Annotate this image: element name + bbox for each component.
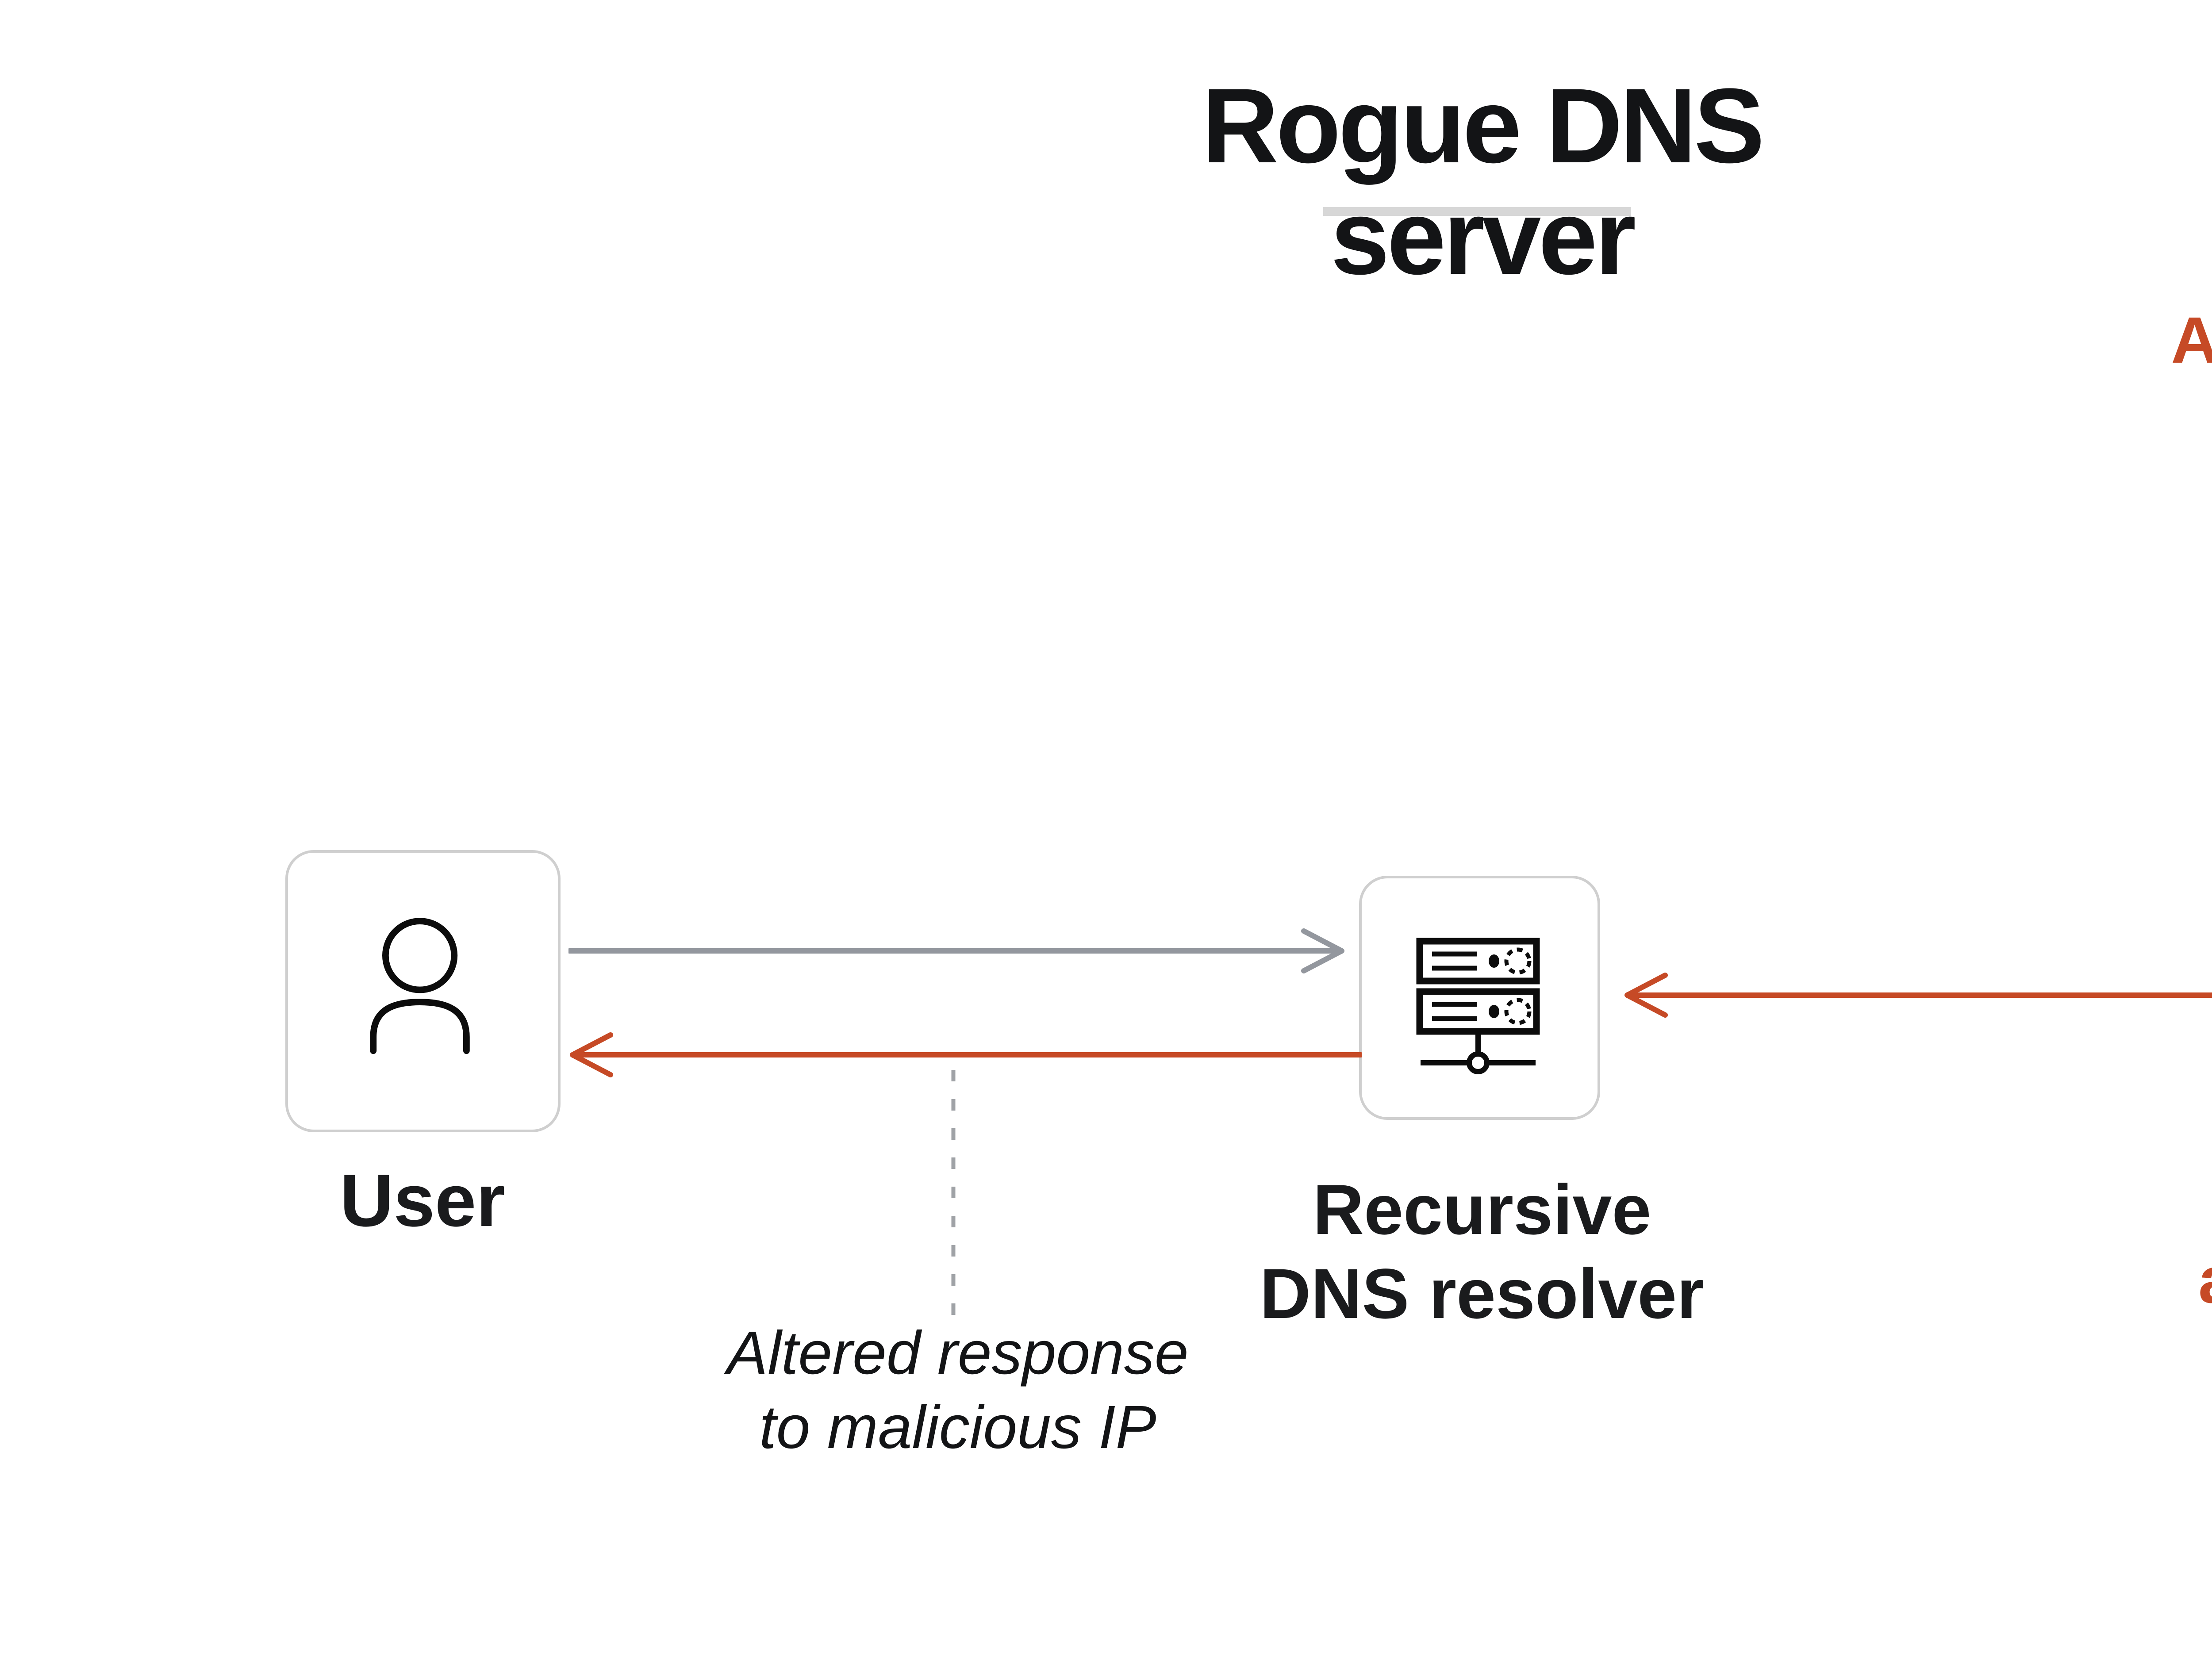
altered-dns-record-label: Altered DNS record: [2171, 304, 2212, 377]
altered-response-annotation: Altered response to malicious IP: [727, 1319, 1189, 1462]
user-label: User: [340, 1159, 505, 1242]
altered-response-callout-line: [951, 1070, 956, 1323]
page-title: Rogue DNS server: [1202, 66, 1765, 296]
recursive-dns-resolver-label: Recursive DNS resolver: [1260, 1170, 1705, 1333]
person-icon: [370, 918, 470, 1054]
dns-resolver-server-icon: [1416, 938, 1540, 1074]
recursive-dns-resolver-node: [1359, 876, 1600, 1120]
arrow-resolver-to-user: [570, 1032, 1362, 1077]
arrow-user-to-resolver: [568, 928, 1344, 973]
arrow-authoritative-to-resolver: [1624, 973, 2212, 1018]
user-node: [285, 850, 561, 1132]
title-underline: [1323, 207, 1631, 216]
compromised-authoritative-dns-server-label: Compromised authoritative DNS server: [2119, 1165, 2212, 1395]
